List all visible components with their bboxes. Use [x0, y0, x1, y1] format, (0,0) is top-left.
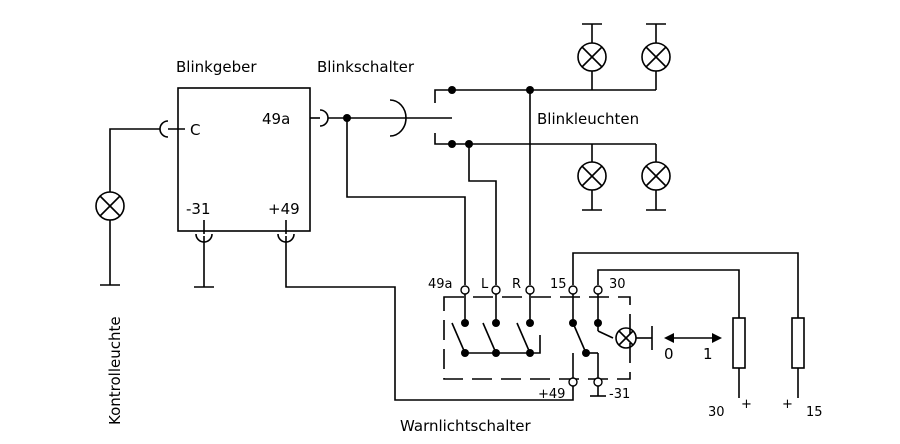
supply-30-label: 30	[708, 405, 725, 420]
kontrollleuchte: Kontrolleuchte	[95, 128, 160, 425]
switch-position-indicator: 0 1	[664, 333, 722, 363]
warnlichtschalter: Warnlichtschalter 49a L R 15 30 +49 -31	[400, 277, 653, 435]
warnlichtschalter-housing	[443, 296, 631, 380]
supply-15-label: 15	[806, 405, 823, 420]
terminal-c-connector	[159, 120, 169, 138]
supply-15-sign: +	[782, 397, 793, 412]
fuse-30	[732, 317, 746, 369]
blinkleuchten-label: Blinkleuchten	[537, 110, 639, 128]
switch-blade	[482, 322, 497, 354]
kontrollleuchte-label: Kontrolleuchte	[106, 316, 124, 425]
position-0-label: 0	[664, 345, 674, 363]
switch-blade	[516, 322, 531, 354]
arrow-right-icon	[712, 333, 722, 343]
position-1-label: 1	[703, 345, 713, 363]
terminal-plus49-label: +49	[268, 200, 300, 218]
wiring	[285, 90, 799, 401]
terminal-sw-R-label: R	[512, 277, 521, 292]
blinkgeber-box	[177, 87, 311, 232]
blinkgeber: Blinkgeber C 49a -31 +49	[159, 58, 329, 243]
terminal-c-label: C	[190, 121, 200, 139]
terminal-rings	[460, 285, 603, 387]
terminal-sw-49a-label: 49a	[428, 277, 453, 292]
blinkschalter: Blinkschalter	[317, 58, 452, 145]
terminal-minus31-label: -31	[186, 200, 211, 218]
fuse-15	[791, 317, 805, 369]
blinkgeber-label: Blinkgeber	[176, 58, 257, 76]
blinkschalter-label: Blinkschalter	[317, 58, 415, 76]
switch-blade	[572, 322, 587, 354]
supply-30-sign: +	[741, 397, 752, 412]
supply-fuses: 30 + + 15	[708, 317, 823, 420]
blinkleuchten: Blinkleuchten	[452, 23, 671, 211]
terminal-sw-15-label: 15	[550, 277, 567, 292]
terminal-49a-label: 49a	[262, 110, 290, 128]
ground-minus31	[194, 236, 214, 288]
terminal-sw-L-label: L	[481, 277, 489, 292]
terminal-sw-plus49-label: +49	[538, 387, 565, 402]
junction-dots	[343, 86, 534, 148]
terminal-sw-30-label: 30	[609, 277, 626, 292]
switch-blade	[451, 322, 466, 354]
warnlichtschalter-label: Warnlichtschalter	[400, 417, 531, 435]
arrow-left-icon	[664, 333, 674, 343]
terminal-49a-connector	[319, 109, 329, 127]
terminal-sw-minus31-label: -31	[609, 387, 630, 402]
